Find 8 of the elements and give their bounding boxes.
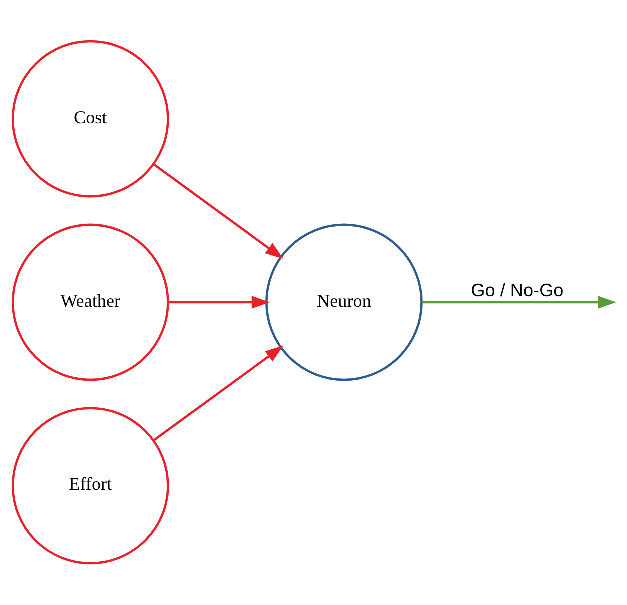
arrow bbox=[168, 296, 270, 309]
arrow bbox=[153, 346, 284, 442]
node-circle: Weather bbox=[12, 224, 170, 382]
arrow bbox=[153, 164, 284, 260]
node-circle: Effort bbox=[12, 407, 170, 565]
node-circle: Cost bbox=[12, 40, 170, 198]
arrow bbox=[422, 296, 616, 309]
edge-label: Go / No-Go bbox=[471, 280, 564, 301]
